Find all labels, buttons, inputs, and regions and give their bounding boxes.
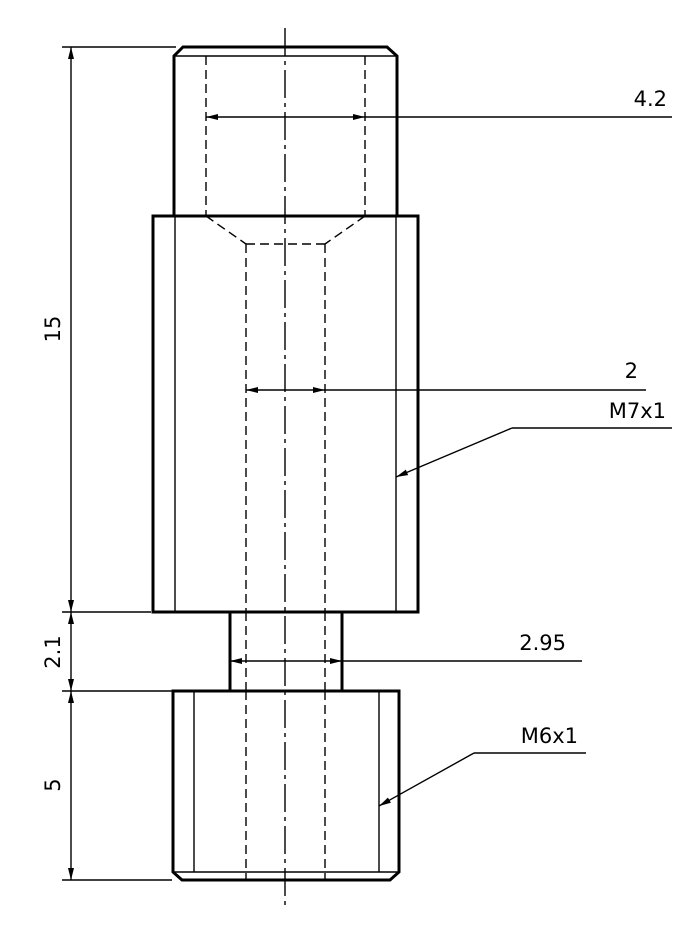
main-bore-label: 2 bbox=[625, 359, 638, 383]
overall-length-label: 15 bbox=[41, 316, 65, 343]
neck-section bbox=[228, 610, 344, 693]
leader-lower-thread: M6x1 bbox=[378, 724, 586, 807]
neck-length-label: 2.1 bbox=[41, 635, 65, 668]
dimension-neck-length: 2.1 bbox=[41, 612, 74, 691]
dimension-top-bore: 4.2 bbox=[206, 87, 672, 120]
top-bore-label: 4.2 bbox=[634, 87, 667, 111]
extension-lines bbox=[62, 46, 228, 881]
bottom-threaded-section bbox=[171, 689, 401, 882]
dimension-neck-diameter: 2.95 bbox=[230, 631, 582, 664]
dimension-overall-length: 15 bbox=[41, 47, 74, 612]
leader-upper-thread: M7x1 bbox=[395, 399, 672, 478]
dimension-lower-length: 5 bbox=[41, 691, 74, 880]
lower-thread-label: M6x1 bbox=[521, 724, 578, 748]
neck-diameter-label: 2.95 bbox=[519, 631, 566, 655]
dimension-main-bore: 2 bbox=[246, 359, 646, 393]
upper-thread-label: M7x1 bbox=[609, 399, 666, 423]
lower-length-label: 5 bbox=[41, 778, 65, 791]
